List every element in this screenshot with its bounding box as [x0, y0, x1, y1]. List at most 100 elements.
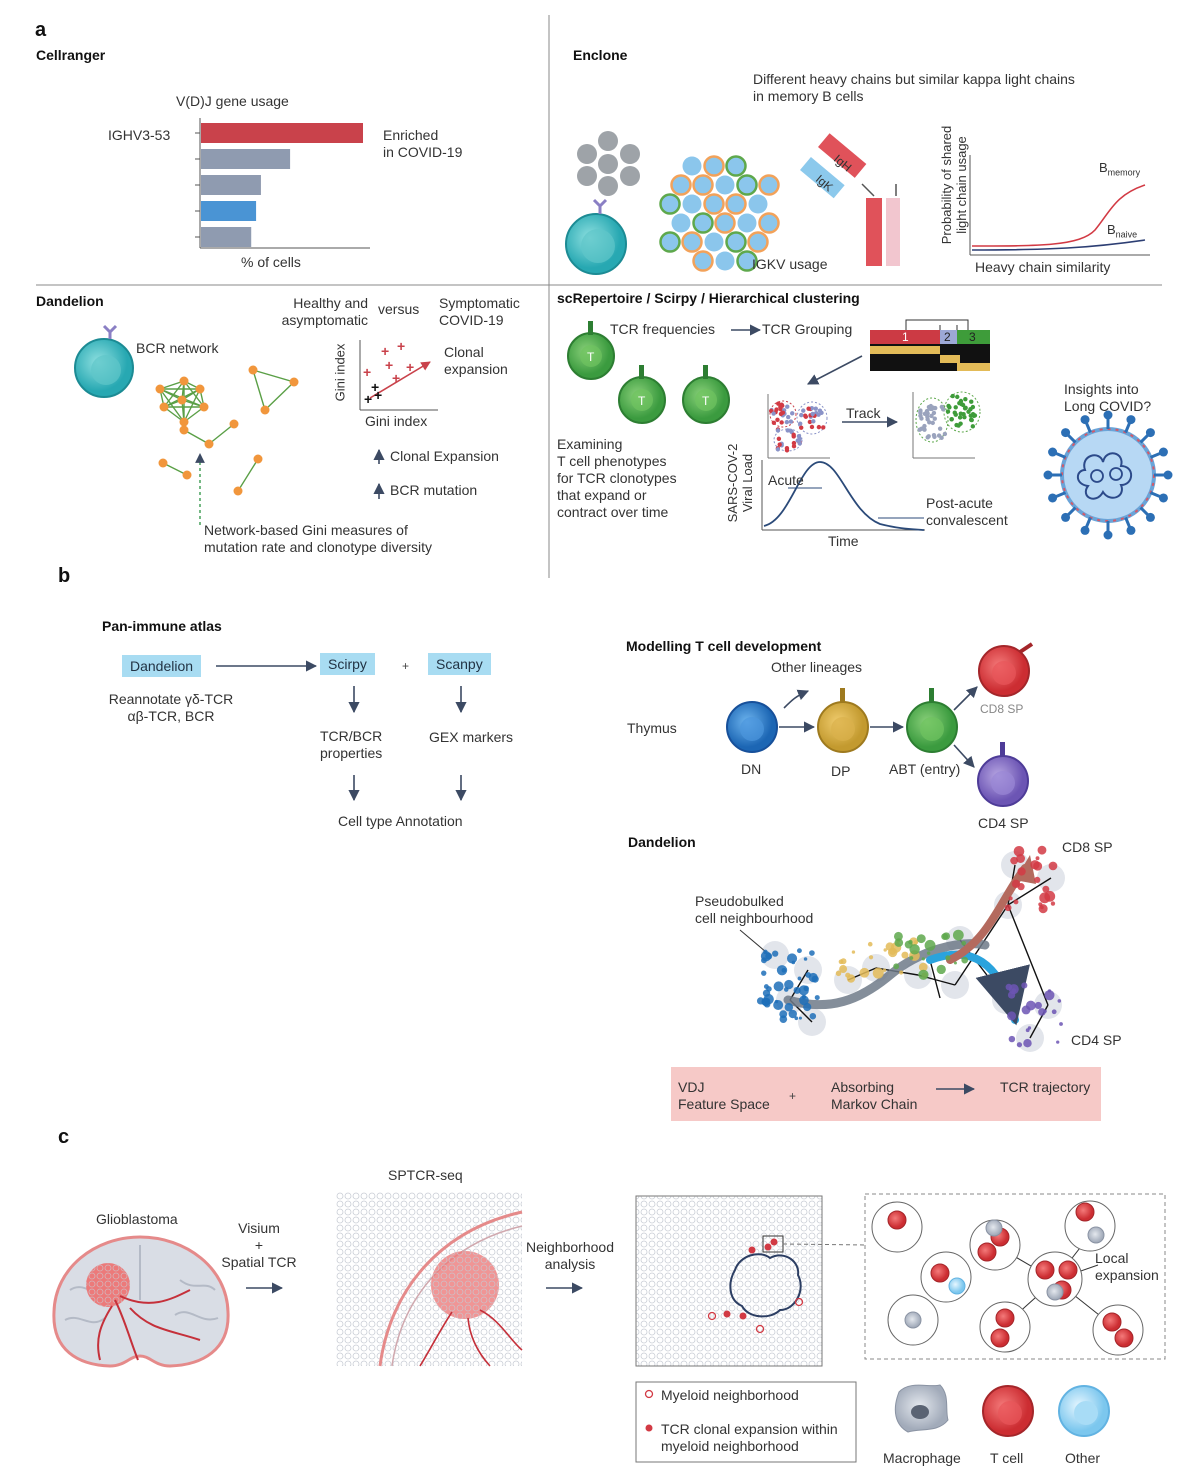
igkv-cell — [758, 174, 780, 196]
cell-dot — [1005, 983, 1013, 991]
network-edge — [252, 369, 266, 411]
legend-tcr-expansion: TCR clonal expansion within myeloid neig… — [661, 1421, 838, 1454]
viral-load-ylabel: SARS-COV-2 Viral Load — [725, 443, 755, 523]
igkv-cell — [670, 174, 692, 196]
cell-dot — [1021, 982, 1028, 989]
cell-dot — [1039, 892, 1051, 904]
umap-point — [953, 405, 958, 410]
cell-dot — [784, 979, 794, 990]
viral-load-curve — [761, 460, 925, 531]
igkv-cell — [703, 193, 725, 215]
virus-spike-head — [1145, 428, 1155, 438]
time-label: Time — [828, 533, 859, 549]
umap-point — [799, 412, 804, 418]
neighborhood-slide — [635, 1195, 867, 1367]
network-node — [177, 395, 187, 405]
up-clonal-expansion: Clonal Expansion — [390, 448, 499, 464]
umap-point — [955, 394, 960, 400]
other-lineages: Other lineages — [771, 659, 863, 675]
dn-cell-icon — [726, 701, 778, 753]
umap-point — [962, 414, 967, 420]
cluster-label-2: 2 — [944, 330, 951, 344]
dp-label: DP — [831, 763, 851, 779]
umap-point — [771, 420, 777, 425]
umap-point — [775, 417, 780, 423]
umap-cluster-outline — [915, 397, 949, 443]
cell-dot — [1016, 1042, 1023, 1048]
umap-point — [813, 406, 818, 411]
virus-spike-head — [1048, 493, 1058, 503]
gini-ylabel: Gini index — [332, 343, 348, 402]
umap-point — [821, 425, 826, 430]
umap-point — [784, 448, 790, 453]
svg-text:+: + — [397, 338, 405, 354]
cell-dot — [867, 941, 873, 947]
neighbourhood-edge — [1007, 904, 1049, 1006]
cd4-cell-icon — [977, 742, 1029, 807]
enclone-cluster-icon — [577, 131, 640, 196]
cell-dot — [1056, 1040, 1060, 1044]
umap-point — [925, 414, 930, 419]
cell-dot — [788, 1009, 797, 1019]
virus-spike-head — [1145, 512, 1155, 522]
network-node — [248, 365, 258, 375]
umap-point — [778, 411, 784, 417]
cell-dot — [811, 975, 819, 983]
vdj-bar — [201, 201, 257, 221]
local-expansion-inset — [864, 1193, 1166, 1360]
vdj-chart-xlabel: % of cells — [241, 254, 301, 270]
macrophage-label: Macrophage — [883, 1450, 961, 1466]
cell-dot — [797, 976, 802, 981]
umap-point — [928, 403, 934, 409]
umap-point — [939, 404, 945, 410]
gini-plot: +++ +++ +++ — [195, 338, 438, 525]
vdj-bar — [201, 123, 363, 143]
neighbourhood-circle — [1092, 1304, 1144, 1356]
virus-spike-head — [1080, 525, 1090, 535]
umap-point — [933, 405, 938, 411]
umap-point — [779, 420, 784, 425]
cd8-cell-icon — [978, 642, 1034, 697]
bcr-network-label: BCR network — [136, 340, 219, 356]
gex-markers: GEX markers — [429, 729, 514, 745]
umap-point — [969, 399, 974, 404]
cell-dot — [773, 981, 784, 992]
network-node — [260, 405, 270, 415]
virus-spike-head — [1061, 512, 1071, 522]
umap-point — [771, 411, 776, 416]
network-node — [179, 417, 189, 427]
cell-dot — [924, 939, 936, 951]
dandelion-box: Dandelion — [122, 655, 202, 677]
cell-dot — [809, 1012, 817, 1020]
network-edge — [183, 380, 205, 408]
svg-text:+: + — [406, 359, 414, 375]
cell-dot — [756, 997, 765, 1005]
tcr-bcr-properties: TCR/BCR properties — [320, 728, 383, 761]
umap-cluster-outline — [769, 400, 797, 428]
cell-dot — [1013, 899, 1019, 905]
cell-dot — [1059, 1022, 1063, 1026]
cell-dot — [1004, 904, 1012, 912]
umap-point — [945, 409, 951, 414]
network-edge — [183, 429, 210, 445]
network-edge — [183, 388, 201, 423]
umap-point — [931, 410, 937, 416]
cell-dot — [961, 940, 967, 946]
igkv-cell — [725, 193, 747, 215]
umap-point — [950, 393, 955, 399]
traj-plus: + — [789, 1089, 797, 1103]
umap-point — [932, 416, 937, 421]
inset-tcell — [977, 1242, 997, 1262]
reannotate-label: Reannotate γδ-TCR αβ-TCR, BCR — [108, 691, 234, 724]
svg-text:+: + — [363, 364, 371, 380]
cell-dot — [845, 972, 851, 978]
igkv-cell — [692, 174, 714, 196]
versus-label: versus — [378, 301, 420, 317]
network-node — [229, 419, 239, 429]
glioblastoma-label: Glioblastoma — [96, 1211, 178, 1227]
cell-dot — [763, 949, 768, 955]
umap-point — [796, 438, 802, 443]
inset-macrophage — [1046, 1283, 1064, 1301]
cell-dot — [791, 960, 796, 965]
light-chain-ylabel: Probability of shared light chain usage — [939, 125, 969, 245]
